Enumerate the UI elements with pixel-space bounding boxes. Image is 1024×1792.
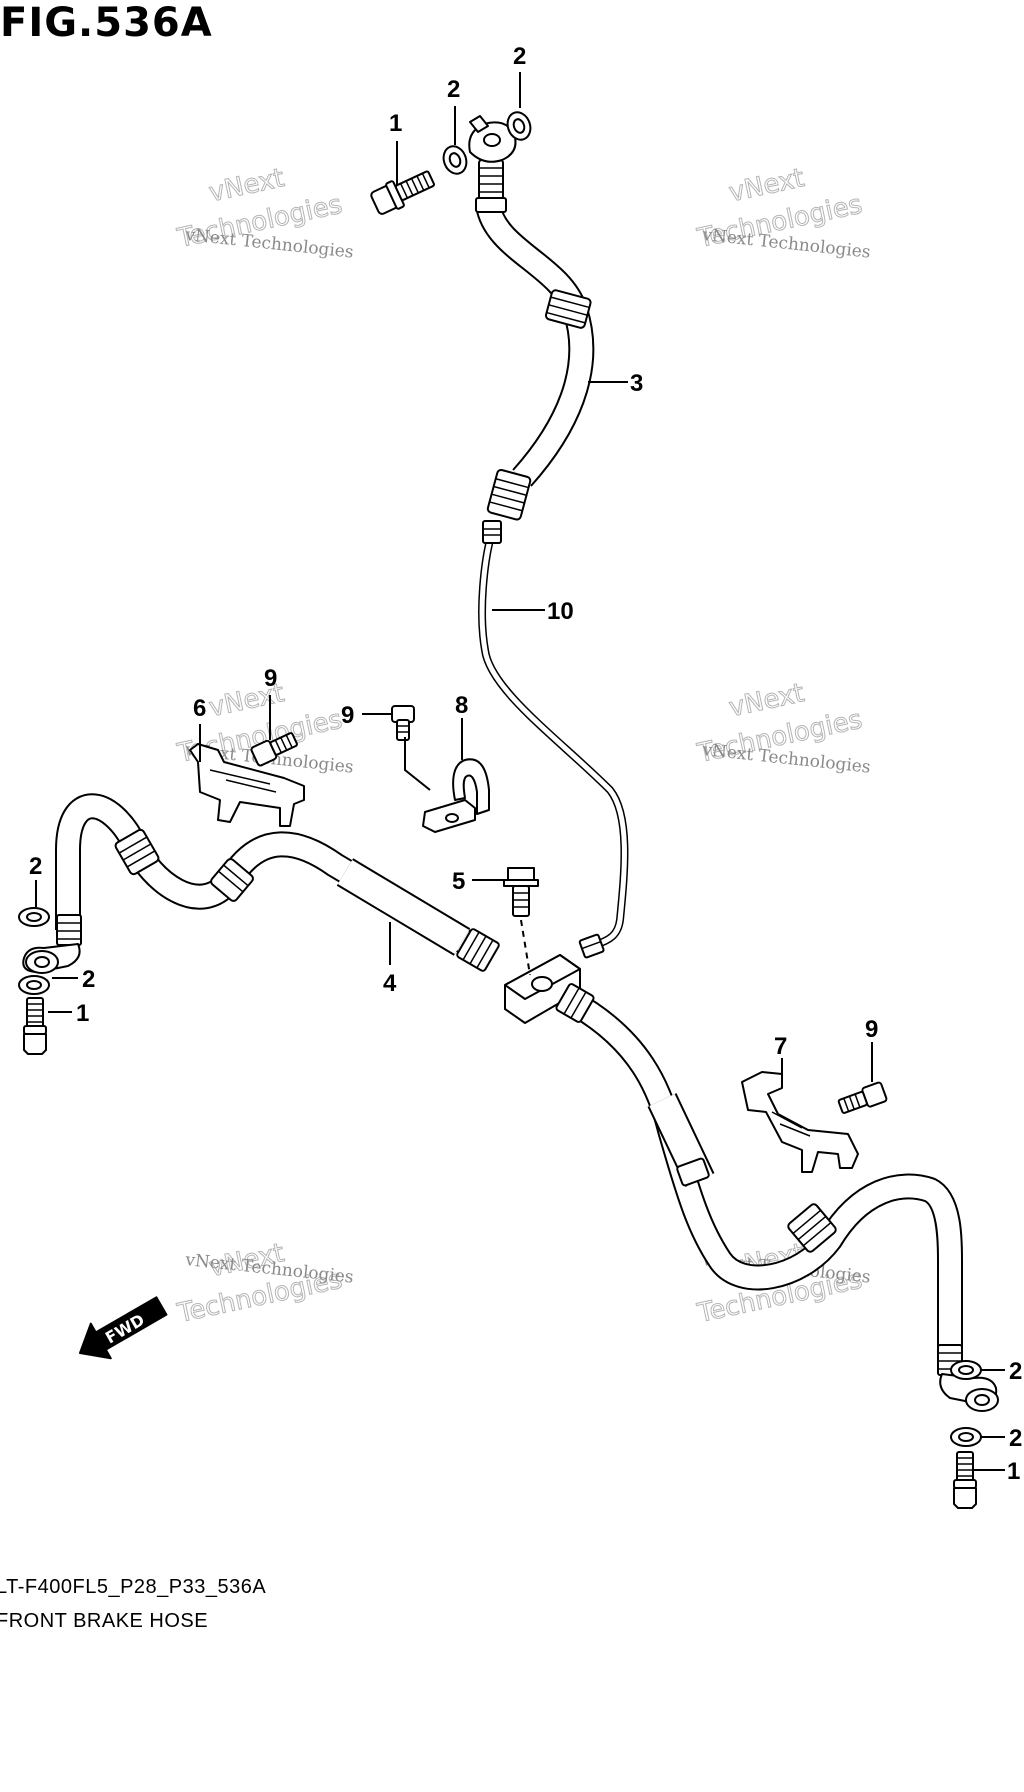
bolt-icon <box>391 705 415 741</box>
callout-washer: 2 <box>513 43 526 70</box>
hose-clamp-icon <box>189 743 305 827</box>
brake-pipe <box>478 520 629 959</box>
right-brake-hose <box>555 983 999 1412</box>
washer-icon <box>442 145 468 175</box>
union-bolt-icon <box>953 1451 977 1509</box>
callout-washer: 2 <box>447 76 460 103</box>
hose-clamp-icon <box>741 1071 859 1173</box>
callout-union-bolt: 1 <box>76 1000 89 1027</box>
bolt-icon <box>503 867 539 917</box>
union-bolt-icon <box>370 170 435 215</box>
callout-washer: 2 <box>82 966 95 993</box>
callout-upper-hose: 3 <box>630 370 643 397</box>
callout-hose-clamp: 7 <box>774 1033 787 1060</box>
upper-brake-hose <box>468 115 595 521</box>
callout-washer: 2 <box>1009 1425 1022 1452</box>
callout-bolt: 9 <box>341 702 354 729</box>
bolt-icon <box>837 1081 888 1114</box>
callout-brake-pipe: 10 <box>547 598 574 625</box>
washer-icon <box>18 975 50 995</box>
washer-icon <box>506 111 532 141</box>
watermark-line2: vNext <box>726 678 807 723</box>
watermark-line2: vNext <box>726 163 807 208</box>
figure-description: FRONT BRAKE HOSE <box>0 1610 209 1632</box>
callout-bolt: 5 <box>452 868 465 895</box>
figure-title: FIG.536A <box>0 0 213 46</box>
callout-union-bolt: 1 <box>389 110 402 137</box>
pipe-clamp-icon <box>422 758 490 833</box>
union-bolt-icon <box>23 997 47 1055</box>
callout-bolt: 9 <box>264 665 277 692</box>
hose-junction-block <box>504 954 581 1024</box>
model-code: LT-F400FL5_P28_P33_536A <box>0 1576 267 1598</box>
forward-direction-arrow-icon: FWD <box>79 1296 168 1360</box>
bolt-icon <box>250 732 298 767</box>
callout-hose-clamp: 6 <box>193 695 206 722</box>
washer-icon <box>950 1360 982 1380</box>
callout-washer: 2 <box>1009 1358 1022 1385</box>
callout-washer: 2 <box>29 853 42 880</box>
left-brake-hose <box>22 793 500 974</box>
callout-union-bolt: 1 <box>1007 1458 1020 1485</box>
washer-icon <box>18 907 50 927</box>
callout-bolt: 9 <box>865 1016 878 1043</box>
watermark-line2: vNext <box>206 163 287 208</box>
callout-brake-hose: 4 <box>383 970 397 997</box>
callout-pipe-clamp: 8 <box>455 692 468 719</box>
washer-icon <box>950 1427 982 1447</box>
